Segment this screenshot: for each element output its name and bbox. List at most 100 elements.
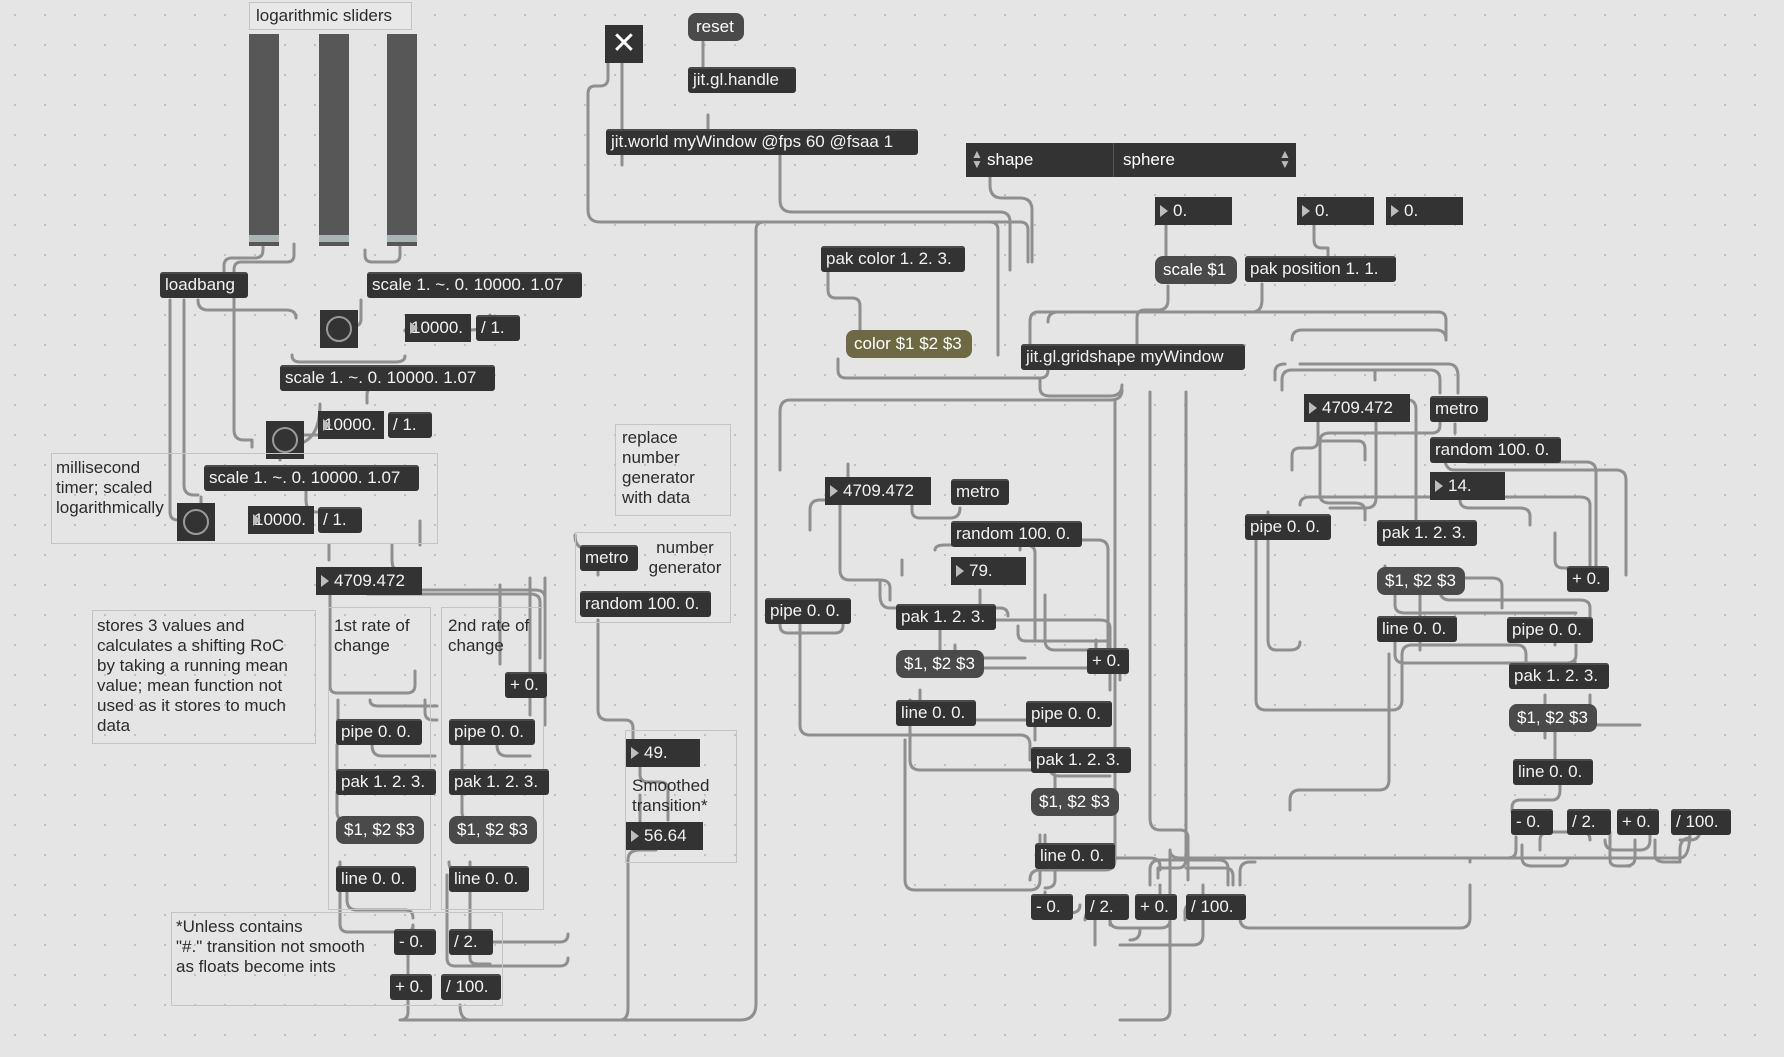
- shape-attr-name: shape: [987, 150, 1034, 169]
- divide-object-low[interactable]: / 1.: [318, 507, 362, 533]
- scale-object-mid[interactable]: scale 1. ~. 0. 10000. 1.07: [280, 365, 495, 391]
- minus-object-m[interactable]: - 0.: [1031, 894, 1073, 920]
- random-object-center[interactable]: random 100. 0.: [580, 591, 711, 617]
- random-number-right[interactable]: 14.: [1430, 472, 1505, 500]
- line-object-m2[interactable]: line 0. 0.: [1035, 843, 1115, 869]
- pipe-object-m2[interactable]: pipe 0. 0.: [1026, 701, 1112, 727]
- shape-attr-value[interactable]: sphere ▲▼: [1115, 143, 1296, 177]
- plus-object-m[interactable]: + 0.: [1135, 894, 1177, 920]
- bang-button-top[interactable]: [320, 310, 358, 348]
- random-object-mid[interactable]: random 100. 0.: [951, 521, 1082, 547]
- shape-float-3[interactable]: 0.: [1386, 197, 1463, 225]
- timer-number-right[interactable]: 4709.472: [1304, 394, 1410, 422]
- shape-attrui[interactable]: ▲▼ shape sphere ▲▼: [966, 143, 1296, 177]
- scale-object-low[interactable]: scale 1. ~. 0. 10000. 1.07: [204, 465, 419, 491]
- line-object-r1[interactable]: line 0. 0.: [1377, 616, 1457, 642]
- shape-attr-label: ▲▼ shape: [966, 143, 1114, 177]
- scale-message[interactable]: scale $1: [1155, 256, 1237, 284]
- timer-comment: millisecond timer; scaled logarithmicall…: [56, 458, 164, 517]
- log-slider-1[interactable]: [249, 34, 279, 246]
- list-message-l1[interactable]: $1, $2 $3: [336, 816, 424, 844]
- smoothed-panel: [625, 730, 737, 863]
- menu-arrows-icon: ▲▼: [1279, 147, 1291, 171]
- attr-arrows-icon: ▲▼: [971, 147, 983, 171]
- line-object-m1[interactable]: line 0. 0.: [896, 700, 976, 726]
- first-roc-panel: [328, 607, 431, 910]
- minus-object-b[interactable]: - 0.: [394, 929, 436, 955]
- pak-color-object[interactable]: pak color 1. 2. 3.: [821, 246, 965, 272]
- sliders-title-comment: logarithmic sliders: [249, 2, 412, 30]
- number-10000-low[interactable]: 10000.: [248, 506, 314, 534]
- replace-panel: [615, 424, 731, 516]
- div100-object-r[interactable]: / 100.: [1671, 809, 1731, 835]
- shape-attr-selected: sphere: [1123, 150, 1175, 169]
- number-gen-comment: number generator: [648, 538, 722, 577]
- log-slider-3[interactable]: [387, 34, 417, 246]
- metro-object-center[interactable]: metro: [580, 545, 638, 571]
- list-message-l2[interactable]: $1, $2 $3: [449, 816, 537, 844]
- minus-object-r[interactable]: - 0.: [1511, 809, 1553, 835]
- list-message-m1[interactable]: $1, $2 $3: [896, 650, 984, 678]
- plus-object-m1[interactable]: + 0.: [1087, 648, 1129, 674]
- first-roc-comment: 1st rate of change: [334, 616, 410, 655]
- div100-object-b[interactable]: / 100.: [441, 974, 501, 1000]
- div2-object-r[interactable]: / 2.: [1567, 809, 1611, 835]
- number-gen-panel: [575, 532, 731, 623]
- color-message[interactable]: color $1 $2 $3: [846, 330, 972, 358]
- line-object-l2[interactable]: line 0. 0.: [449, 866, 529, 892]
- pak-object-l2[interactable]: pak 1. 2. 3.: [449, 769, 549, 795]
- pipe-object-m1[interactable]: pipe 0. 0.: [765, 598, 851, 624]
- number-10000-mid[interactable]: 10000.: [318, 411, 384, 439]
- log-slider-2[interactable]: [319, 34, 349, 246]
- shape-float-1[interactable]: 0.: [1155, 197, 1232, 225]
- pak-position-object[interactable]: pak position 1. 1.: [1245, 256, 1396, 282]
- pipe-object-r1[interactable]: pipe 0. 0.: [1245, 514, 1331, 540]
- number-10000-top[interactable]: 10000.: [405, 314, 471, 342]
- divide-object-top[interactable]: / 1.: [476, 315, 520, 341]
- timer-panel: [51, 453, 438, 544]
- pak-object-l1[interactable]: pak 1. 2. 3.: [336, 769, 436, 795]
- list-message-m2[interactable]: $1, $2 $3: [1031, 788, 1119, 816]
- unless-comment: *Unless contains "#." transition not smo…: [176, 917, 365, 976]
- pak-object-r1[interactable]: pak 1. 2. 3.: [1377, 520, 1477, 546]
- smoothed-comment: Smoothed transition*: [632, 776, 710, 815]
- pak-object-r2[interactable]: pak 1. 2. 3.: [1509, 663, 1609, 689]
- pipe-object-r2[interactable]: pipe 0. 0.: [1507, 617, 1593, 643]
- loadbang-object[interactable]: loadbang: [160, 272, 248, 298]
- div100-object-m[interactable]: / 100.: [1186, 894, 1246, 920]
- pak-object-m1[interactable]: pak 1. 2. 3.: [896, 604, 996, 630]
- random-number-mid[interactable]: 79.: [951, 557, 1026, 585]
- list-message-r2[interactable]: $1, $2 $3: [1509, 704, 1597, 732]
- metro-object-mid[interactable]: metro: [951, 479, 1009, 505]
- metro-object-right[interactable]: metro: [1430, 396, 1488, 422]
- scale-object-top[interactable]: scale 1. ~. 0. 10000. 1.07: [367, 272, 582, 298]
- shape-float-2[interactable]: 0.: [1297, 197, 1374, 225]
- pipe-object-l2[interactable]: pipe 0. 0.: [449, 719, 535, 745]
- pipe-object-l1[interactable]: pipe 0. 0.: [336, 719, 422, 745]
- reset-message[interactable]: reset: [688, 13, 744, 41]
- timer-number-mid[interactable]: 4709.472: [825, 477, 931, 505]
- random-number-center[interactable]: 49.: [626, 739, 700, 767]
- random-object-right[interactable]: random 100. 0.: [1430, 437, 1561, 463]
- jit-gl-handle-object[interactable]: jit.gl.handle: [688, 67, 796, 93]
- bang-button-low[interactable]: [177, 503, 215, 541]
- second-roc-panel: [441, 607, 544, 910]
- pak-object-m2[interactable]: pak 1. 2. 3.: [1031, 747, 1131, 773]
- bang-button-mid[interactable]: [266, 421, 304, 459]
- jit-world-object[interactable]: jit.world myWindow @fps 60 @fsaa 1: [606, 129, 918, 155]
- timer-number-left[interactable]: 4709.472: [316, 567, 422, 595]
- div2-object-m[interactable]: / 2.: [1085, 894, 1129, 920]
- div2-object-b[interactable]: / 2.: [449, 929, 493, 955]
- plus-object-r1[interactable]: + 0.: [1567, 566, 1609, 592]
- gridshape-object[interactable]: jit.gl.gridshape myWindow: [1021, 344, 1245, 370]
- divide-object-mid[interactable]: / 1.: [388, 412, 432, 438]
- smoothed-number[interactable]: 56.64: [626, 822, 703, 850]
- line-object-l1[interactable]: line 0. 0.: [336, 866, 416, 892]
- line-object-r2[interactable]: line 0. 0.: [1513, 759, 1593, 785]
- plus-object-l2[interactable]: + 0.: [505, 672, 547, 698]
- list-message-r1[interactable]: $1, $2 $3: [1377, 567, 1465, 595]
- plus-object-b[interactable]: + 0.: [390, 974, 432, 1000]
- toggle-close-icon[interactable]: ✕: [605, 25, 643, 63]
- plus-object-r[interactable]: + 0.: [1617, 809, 1659, 835]
